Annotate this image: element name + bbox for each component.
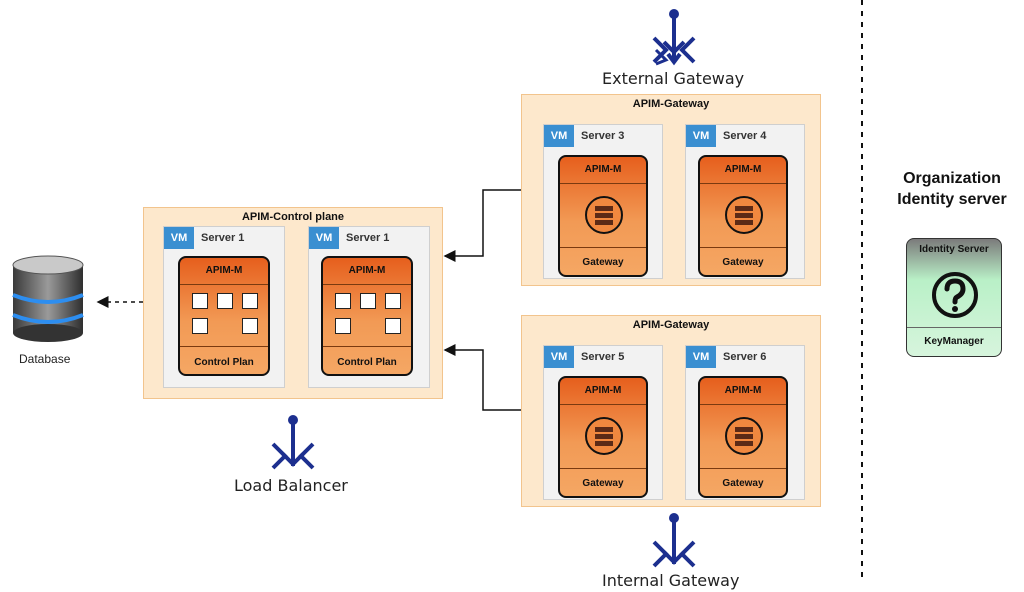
server-icon bbox=[725, 417, 763, 455]
control-plane-group: APIM-Control plane VM Server 1 APIM-M Co… bbox=[143, 207, 443, 399]
cart-icon bbox=[335, 293, 351, 309]
load-balancer-label: Load Balancer bbox=[234, 476, 348, 495]
module-title: APIM-M bbox=[584, 385, 622, 396]
org-title-line2: Identity server bbox=[897, 191, 1007, 208]
module-footer: Gateway bbox=[722, 257, 764, 268]
apim-module: APIM-M Control Plan bbox=[321, 256, 413, 376]
database: Database bbox=[8, 255, 88, 375]
external-gateway-icon bbox=[652, 9, 696, 66]
module-footer: Gateway bbox=[582, 257, 624, 268]
database-label: Database bbox=[19, 352, 71, 366]
module-footer: Control Plan bbox=[194, 357, 254, 368]
org-title: Organization Identity server bbox=[880, 168, 1024, 210]
server-icon bbox=[585, 196, 623, 234]
module-title: APIM-M bbox=[724, 164, 762, 175]
vm-badge: VM bbox=[686, 125, 716, 147]
module-title: APIM-M bbox=[584, 164, 622, 175]
control-plane-title: APIM-Control plane bbox=[241, 211, 345, 223]
gw-bottom-arrow bbox=[443, 344, 521, 411]
server-name: Server 4 bbox=[723, 130, 767, 142]
server-name: Server 3 bbox=[581, 130, 625, 142]
divider-line bbox=[861, 0, 863, 580]
share-icon bbox=[360, 293, 376, 309]
key-icon bbox=[385, 318, 401, 334]
vm-badge: VM bbox=[686, 346, 716, 368]
user-icon bbox=[385, 293, 401, 309]
internal-gateway-label: Internal Gateway bbox=[602, 571, 740, 590]
identity-server-header: Identity Server bbox=[919, 244, 989, 255]
gateway-group-title: APIM-Gateway bbox=[632, 98, 710, 110]
key-icon bbox=[242, 318, 258, 334]
server-card: VM Server 4 APIM-M Gateway bbox=[685, 124, 805, 279]
server-card: VM Server 1 APIM-M Control Plan bbox=[308, 226, 430, 388]
server-card: VM Server 6 APIM-M Gateway bbox=[685, 345, 805, 500]
org-title-line1: Organization bbox=[903, 170, 1001, 187]
module-title: APIM-M bbox=[205, 265, 243, 276]
server-icon bbox=[585, 417, 623, 455]
server-card: VM Server 5 APIM-M Gateway bbox=[543, 345, 663, 500]
apim-module: APIM-M Gateway bbox=[558, 155, 648, 277]
module-footer: Gateway bbox=[722, 478, 764, 489]
user-icon bbox=[242, 293, 258, 309]
module-footer: Gateway bbox=[582, 478, 624, 489]
database-icon bbox=[12, 255, 84, 342]
load-balancer-icon bbox=[271, 415, 315, 470]
identity-server-box: Identity Server KeyManager bbox=[906, 238, 1002, 357]
server-name: Server 6 bbox=[723, 351, 767, 363]
gateway-group-bottom: APIM-Gateway VM Server 5 APIM-M Gateway … bbox=[521, 315, 821, 507]
module-title: APIM-M bbox=[348, 265, 386, 276]
vm-badge: VM bbox=[164, 227, 194, 249]
server-name: Server 5 bbox=[581, 351, 625, 363]
module-footer: Control Plan bbox=[337, 357, 397, 368]
traffic-light-icon bbox=[335, 318, 351, 334]
server-name: Server 1 bbox=[201, 232, 245, 244]
vm-badge: VM bbox=[544, 346, 574, 368]
share-icon bbox=[217, 293, 233, 309]
module-title: APIM-M bbox=[724, 385, 762, 396]
server-card: VM Server 3 APIM-M Gateway bbox=[543, 124, 663, 279]
internal-gateway-icon bbox=[652, 513, 696, 568]
traffic-light-icon bbox=[192, 318, 208, 334]
server-name: Server 1 bbox=[346, 232, 390, 244]
server-icon bbox=[725, 196, 763, 234]
apim-module: APIM-M Gateway bbox=[698, 155, 788, 277]
apim-module: APIM-M Control Plan bbox=[178, 256, 270, 376]
gw-top-arrow bbox=[443, 189, 521, 262]
vm-badge: VM bbox=[544, 125, 574, 147]
gateway-group-title: APIM-Gateway bbox=[632, 319, 710, 331]
gateway-group-top: APIM-Gateway VM Server 3 APIM-M Gateway … bbox=[521, 94, 821, 286]
external-gateway-label: External Gateway bbox=[602, 69, 745, 88]
question-mark-icon bbox=[932, 272, 978, 318]
server-card: VM Server 1 APIM-M Control Plan bbox=[163, 226, 285, 388]
vm-badge: VM bbox=[309, 227, 339, 249]
cart-icon bbox=[192, 293, 208, 309]
identity-server-footer: KeyManager bbox=[907, 327, 1001, 356]
apim-module: APIM-M Gateway bbox=[698, 376, 788, 498]
apim-module: APIM-M Gateway bbox=[558, 376, 648, 498]
